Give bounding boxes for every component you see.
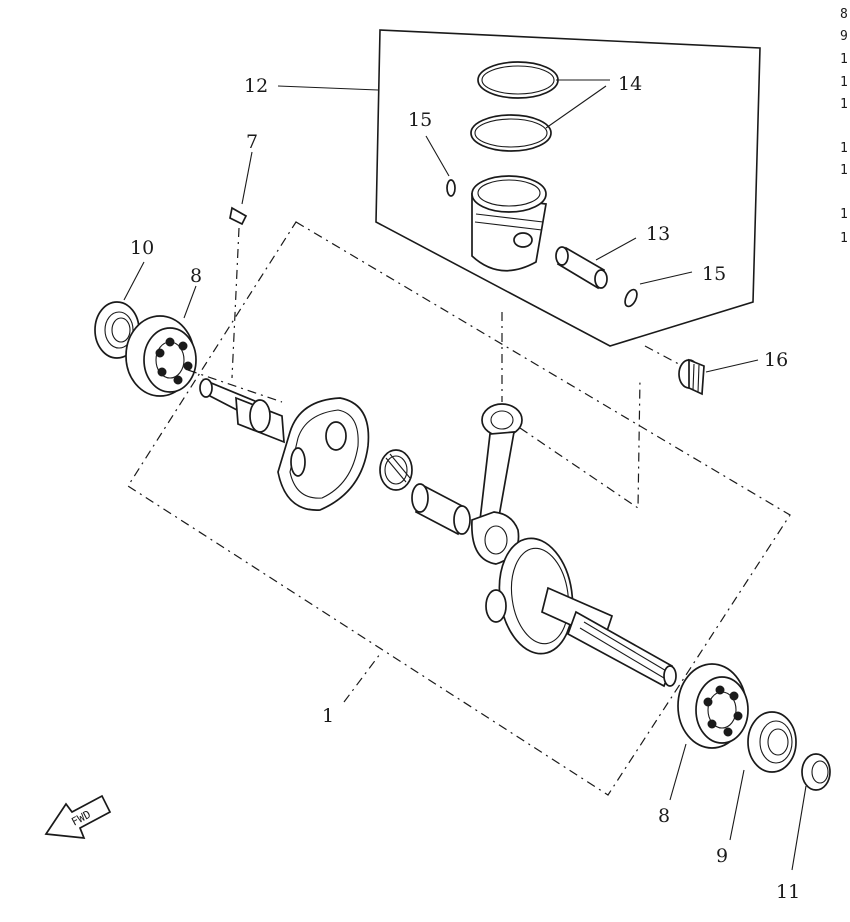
callout-15-lower: 15 (702, 263, 726, 285)
index-item: 1 (840, 97, 848, 112)
callout-9: 9 (716, 845, 728, 867)
callout-1: 1 (322, 705, 334, 727)
leader-10 (123, 261, 145, 301)
leader-14b (545, 85, 607, 129)
callout-8-left: 8 (190, 265, 202, 287)
circlip-upper (446, 179, 456, 197)
bearing-left (125, 315, 197, 397)
small-end-guide (519, 377, 641, 510)
crankpin-bearing (379, 449, 413, 491)
leader-12 (277, 85, 379, 91)
callout-11: 11 (776, 881, 800, 903)
crank-pin (411, 483, 471, 536)
piston-ring-upper (477, 61, 559, 99)
leader-9 (729, 769, 745, 841)
piston (471, 175, 547, 272)
callout-15-upper: 15 (408, 109, 432, 131)
collar (801, 753, 831, 791)
shaft-axis-left (187, 369, 283, 403)
piston-pin (555, 246, 608, 290)
leader-7 (241, 151, 253, 205)
index-item: 1 (840, 163, 848, 178)
leader-8a (183, 285, 197, 319)
leader-13 (595, 237, 637, 261)
index-item: 1 (840, 141, 848, 156)
crank-half-left (199, 378, 370, 511)
callout-14: 14 (618, 73, 642, 95)
callout-7: 7 (246, 131, 258, 153)
index-item: 1 (840, 52, 848, 67)
small-end-bearing (678, 358, 705, 396)
callout-16: 16 (764, 349, 788, 371)
leader-16 (705, 359, 759, 373)
leader-11 (791, 785, 807, 871)
crankshaft-assembly-box (127, 221, 791, 796)
key-center-line (231, 227, 240, 379)
crank-half-right (485, 537, 677, 688)
leader-15a (425, 135, 450, 177)
callout-10: 10 (130, 237, 154, 259)
index-item: 1 (840, 207, 848, 222)
piston-group-box (375, 29, 761, 347)
cropped-index-column: 8 9 1 1 1 1 1 1 1 (840, 7, 848, 246)
circlip-lower (624, 288, 638, 308)
index-item: 1 (840, 231, 848, 246)
index-item: 9 (840, 29, 848, 44)
bearing-right (677, 663, 749, 749)
connecting-rod (471, 403, 523, 565)
oil-seal-right (747, 711, 797, 773)
callout-13: 13 (646, 223, 670, 245)
woodruff-key (229, 206, 248, 226)
piston-ring-lower (470, 114, 552, 152)
index-item: 1 (840, 75, 848, 90)
index-item: 8 (840, 7, 848, 22)
callout-8-right: 8 (658, 805, 670, 827)
leader-15b (639, 271, 693, 285)
fwd-arrow-icon: FWD (44, 794, 112, 839)
leader-8b (669, 743, 687, 801)
callout-12: 12 (244, 75, 268, 97)
leader-1 (343, 653, 381, 703)
